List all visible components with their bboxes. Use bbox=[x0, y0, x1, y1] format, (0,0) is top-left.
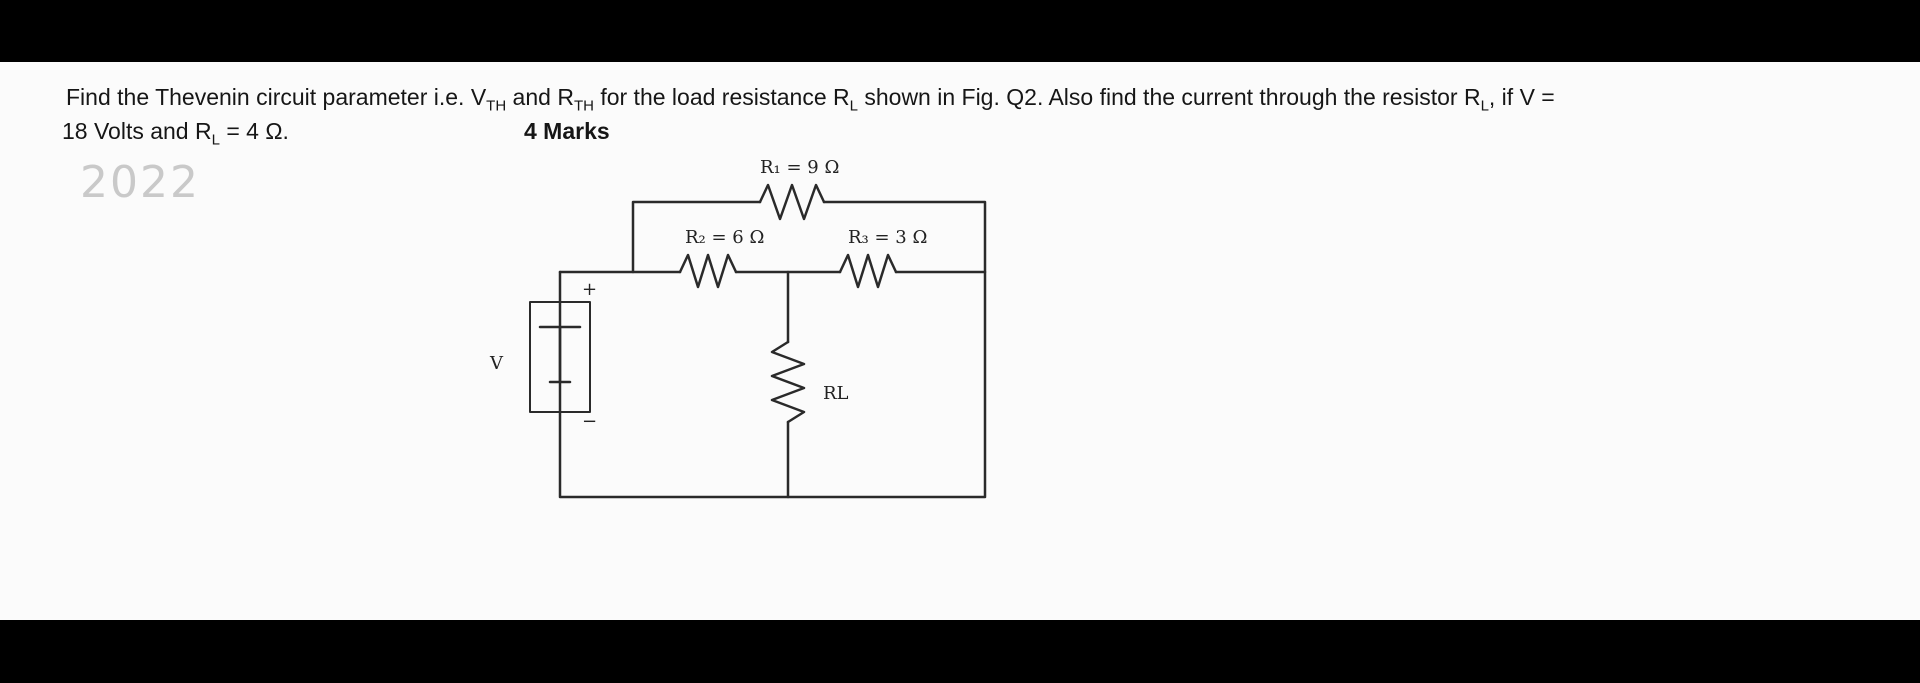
r3-label: R₃ = 3 Ω bbox=[848, 227, 927, 248]
source-v-label: V bbox=[489, 353, 504, 374]
battery-box bbox=[529, 301, 591, 413]
resistor-rl bbox=[770, 340, 806, 424]
rl-label: RL bbox=[823, 383, 849, 404]
marks-label: 4 Marks bbox=[524, 118, 610, 144]
wire-mid-right bbox=[558, 270, 987, 499]
wire-top-left bbox=[631, 200, 762, 274]
plus-terminal-label: + bbox=[582, 279, 597, 300]
r1-label: R₁ = 9 Ω bbox=[760, 157, 839, 178]
question-text-line-1: Find the Thevenin circuit parameter i.e.… bbox=[66, 84, 1555, 115]
resistor-r1 bbox=[758, 183, 826, 221]
wire-top-right bbox=[822, 200, 987, 274]
minus-terminal-label: − bbox=[582, 411, 597, 432]
document-page: 2022 Find the Thevenin circuit parameter… bbox=[0, 62, 1920, 620]
circuit-diagram: R₁ = 9 Ω R₂ = 6 Ω R₃ = 3 Ω RL V + − bbox=[489, 157, 987, 499]
r2-label: R₂ = 6 Ω bbox=[685, 227, 764, 248]
resistor-r2 bbox=[678, 253, 738, 289]
watermark: 2022 bbox=[80, 157, 200, 208]
question-text-line-2: 18 Volts and RL = 4 Ω. bbox=[62, 118, 289, 149]
resistor-r3 bbox=[838, 253, 898, 289]
